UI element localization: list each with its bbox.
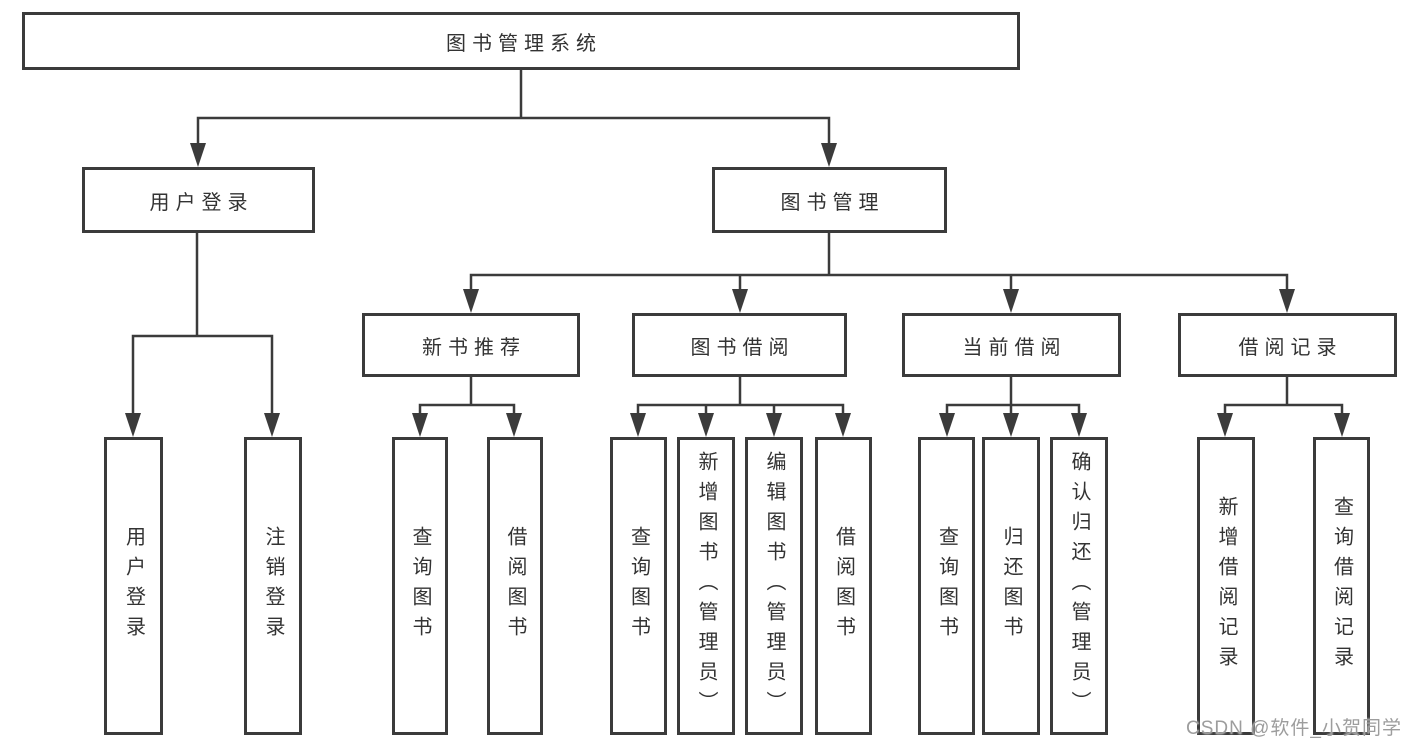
node-label: 新书推荐: [422, 336, 526, 359]
node-label: 图书管理: [780, 191, 885, 214]
node-new-book-recommendation: 新书推荐: [362, 313, 580, 377]
leaf-borrow-books: 借阅图书: [815, 437, 872, 735]
node-label: 用户登录: [149, 191, 254, 214]
node-label: 图书借阅: [690, 336, 795, 359]
leaf-label: 确认归还（管理员）: [1068, 451, 1090, 721]
leaf-label: 归还图书: [1000, 526, 1022, 646]
leaf-label: 查询图书: [935, 526, 958, 646]
leaf-borrow-books-new: 借阅图书: [487, 437, 543, 735]
leaf-label: 编辑图书（管理员）: [763, 451, 785, 721]
leaf-label: 注销登录: [262, 526, 284, 646]
leaf-label: 新增借阅记录: [1215, 496, 1237, 676]
leaf-label: 查询图书: [409, 526, 431, 646]
leaf-user-login: 用户登录: [104, 437, 163, 735]
leaf-query-books-borrow: 查询图书: [610, 437, 667, 735]
leaf-return-books: 归还图书: [982, 437, 1040, 735]
leaf-query-books-new: 查询图书: [392, 437, 448, 735]
leaf-query-borrow-record: 查询借阅记录: [1313, 437, 1370, 735]
connector-user-login-children: [125, 233, 280, 437]
leaf-label: 借阅图书: [504, 526, 526, 646]
connector-current-borrow-children: [939, 377, 1087, 437]
leaf-edit-books-admin: 编辑图书（管理员）: [745, 437, 803, 735]
csdn-watermark: CSDN @软件_小贺同学: [1186, 718, 1402, 739]
connector-book-management-children: [463, 233, 1295, 313]
node-label: 图书管理系统: [446, 32, 602, 55]
node-borrowing-records: 借阅记录: [1178, 313, 1397, 377]
node-book-management: 图书管理: [712, 167, 947, 233]
leaf-logout: 注销登录: [244, 437, 302, 735]
leaf-label: 查询图书: [627, 526, 650, 646]
node-user-login: 用户登录: [82, 167, 315, 233]
node-library-management-system: 图书管理系统: [22, 12, 1020, 70]
leaf-label: 新增图书（管理员）: [695, 451, 717, 721]
leaf-label: 借阅图书: [832, 526, 855, 646]
node-current-borrowing: 当前借阅: [902, 313, 1121, 377]
node-label: 当前借阅: [962, 336, 1067, 359]
leaf-query-books-current: 查询图书: [918, 437, 975, 735]
leaf-add-borrow-record: 新增借阅记录: [1197, 437, 1255, 735]
node-book-borrowing: 图书借阅: [632, 313, 847, 377]
node-label: 借阅记录: [1238, 336, 1343, 359]
leaf-label: 用户登录: [122, 526, 145, 646]
leaf-add-books-admin: 新增图书（管理员）: [677, 437, 735, 735]
connector-new-books-children: [412, 377, 522, 437]
connector-book-borrow-children: [630, 377, 851, 437]
connector-root-to-level2: [190, 70, 837, 167]
leaf-confirm-return-admin: 确认归还（管理员）: [1050, 437, 1108, 735]
connector-borrow-records-children: [1217, 377, 1350, 437]
leaf-label: 查询借阅记录: [1330, 496, 1353, 676]
